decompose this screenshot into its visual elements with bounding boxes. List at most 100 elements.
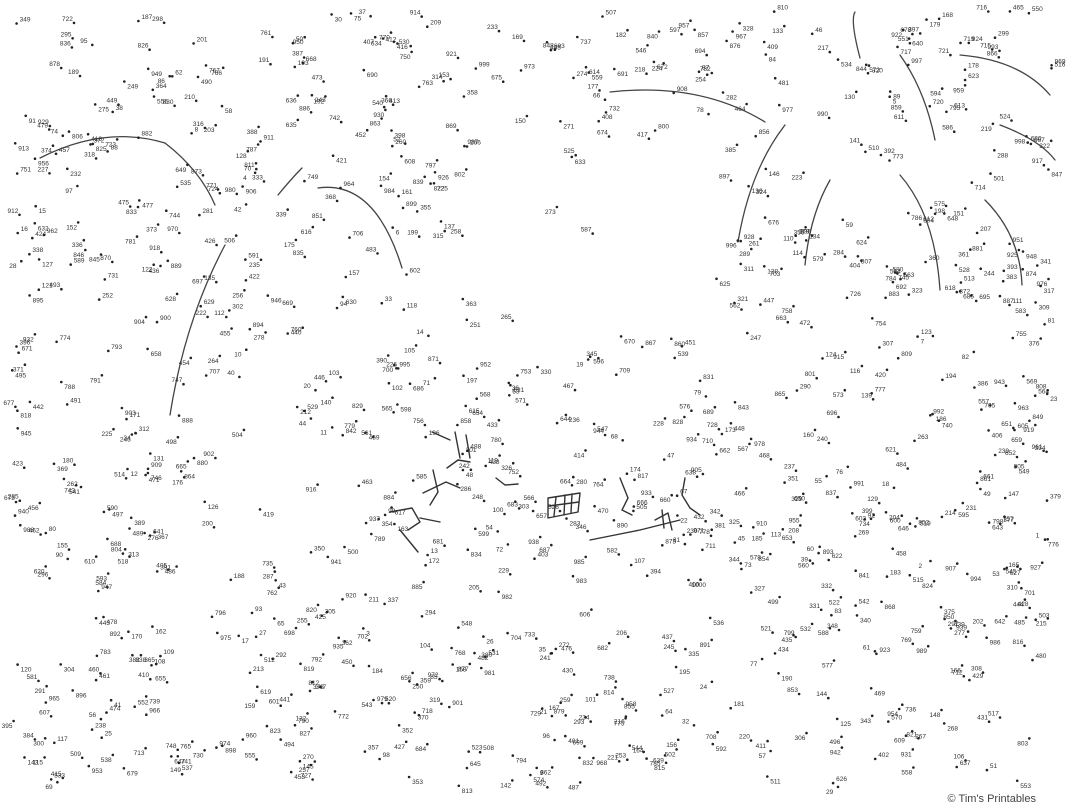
dot-number: 458 bbox=[896, 551, 907, 558]
puzzle-dot bbox=[831, 781, 835, 785]
dot-number: 970 bbox=[167, 226, 178, 233]
dot-number: 330 bbox=[541, 369, 552, 376]
dot-number: 182 bbox=[616, 32, 627, 39]
puzzle-dot bbox=[969, 248, 972, 251]
dot-number: 990 bbox=[817, 111, 828, 118]
dot-number: 394 bbox=[650, 569, 661, 576]
puzzle-dot bbox=[597, 119, 600, 123]
dot-number: 916 bbox=[306, 487, 317, 494]
puzzle-dot bbox=[348, 236, 351, 239]
dot-number: 606 bbox=[579, 612, 590, 619]
puzzle-dot bbox=[16, 231, 20, 235]
dot-number: 517 bbox=[988, 711, 999, 718]
puzzle-dot bbox=[626, 758, 629, 761]
dot-number: 49 bbox=[983, 491, 991, 498]
puzzle-dot bbox=[832, 659, 836, 662]
puzzle-dot bbox=[138, 199, 141, 202]
dot-number: 47 bbox=[667, 453, 675, 460]
dot-number: 850 bbox=[943, 614, 954, 621]
dot-number: 477 bbox=[142, 202, 153, 209]
puzzle-dot bbox=[888, 159, 891, 162]
puzzle-dot bbox=[897, 707, 901, 711]
dot-number: 988 bbox=[23, 527, 34, 534]
dot-number: 317 bbox=[1044, 288, 1055, 295]
puzzle-dot bbox=[159, 264, 162, 268]
puzzle-dot bbox=[162, 21, 166, 25]
puzzle-dot bbox=[295, 405, 299, 409]
puzzle-dot bbox=[311, 778, 314, 781]
dot-number: 475 bbox=[118, 200, 129, 207]
puzzle-dot bbox=[617, 553, 621, 556]
dot-number: 303 bbox=[518, 504, 529, 511]
dot-number: 957 bbox=[679, 23, 690, 30]
puzzle-dot bbox=[907, 37, 911, 40]
puzzle-dot bbox=[673, 356, 676, 360]
puzzle-dot bbox=[792, 304, 795, 308]
dot-number: 876 bbox=[730, 43, 741, 50]
dot-number: 891 bbox=[700, 642, 711, 649]
puzzle-dot bbox=[993, 149, 996, 152]
dot-number: 170 bbox=[131, 634, 142, 641]
puzzle-dot bbox=[279, 704, 283, 707]
puzzle-dot bbox=[817, 551, 820, 555]
puzzle-dot bbox=[106, 150, 109, 153]
puzzle-dot bbox=[980, 408, 983, 411]
dot-number: 687 bbox=[539, 547, 550, 554]
detail-line bbox=[495, 477, 519, 486]
dot-number: 572 bbox=[869, 67, 880, 74]
dot-number: 468 bbox=[759, 452, 770, 459]
puzzle-dot bbox=[871, 398, 875, 401]
dot-number: 921 bbox=[446, 51, 457, 58]
puzzle-dot bbox=[94, 616, 98, 620]
puzzle-dot bbox=[48, 577, 51, 580]
puzzle-dot bbox=[911, 748, 915, 751]
puzzle-dot bbox=[907, 211, 910, 215]
dot-number: 418 bbox=[91, 136, 102, 143]
puzzle-dot bbox=[94, 157, 98, 160]
puzzle-dot bbox=[241, 738, 245, 741]
puzzle-dot bbox=[244, 279, 248, 282]
puzzle-dot bbox=[204, 374, 208, 377]
puzzle-dot bbox=[175, 292, 179, 296]
dot-number: 635 bbox=[286, 122, 297, 129]
puzzle-dot bbox=[933, 212, 937, 216]
dot-number: 67 bbox=[680, 489, 688, 496]
puzzle-dot bbox=[316, 483, 319, 486]
dot-number: 780 bbox=[491, 437, 502, 444]
puzzle-dot bbox=[970, 294, 973, 297]
puzzle-dot bbox=[1002, 269, 1006, 273]
dot-number: 174 bbox=[630, 467, 641, 474]
dot-number: 636 bbox=[286, 98, 297, 105]
puzzle-dot bbox=[1020, 586, 1023, 590]
dot-number: 585 bbox=[416, 474, 427, 481]
puzzle-dot bbox=[660, 714, 664, 717]
puzzle-dot bbox=[73, 463, 76, 467]
puzzle-dot bbox=[415, 210, 419, 213]
dot-number: 657 bbox=[536, 513, 547, 520]
dot-number: 404 bbox=[849, 263, 860, 270]
puzzle-dot bbox=[343, 545, 346, 549]
dot-number: 746 bbox=[151, 475, 162, 482]
puzzle-dot bbox=[28, 400, 32, 404]
puzzle-dot bbox=[413, 711, 417, 714]
dot-number: 795 bbox=[949, 105, 960, 112]
dot-number: 291 bbox=[35, 688, 46, 695]
puzzle-dot bbox=[308, 689, 312, 693]
dot-number: 256 bbox=[232, 292, 243, 299]
dot-number: 603 bbox=[855, 515, 866, 522]
puzzle-dot bbox=[783, 24, 786, 28]
dot-number: 115 bbox=[33, 759, 44, 766]
puzzle-dot bbox=[137, 19, 140, 23]
dot-number: 147 bbox=[1008, 491, 1019, 498]
puzzle-dot bbox=[396, 42, 399, 45]
dot-number: 311 bbox=[744, 266, 755, 273]
dot-number: 484 bbox=[896, 462, 907, 469]
dot-number: 938 bbox=[528, 539, 539, 546]
dot-number: 544 bbox=[632, 745, 643, 752]
dot-number: 270 bbox=[303, 754, 314, 761]
dot-number: 907 bbox=[945, 566, 956, 573]
puzzle-dot bbox=[322, 80, 325, 83]
puzzle-dot bbox=[1024, 616, 1028, 619]
puzzle-dot bbox=[952, 130, 956, 133]
dot-number: 558 bbox=[901, 770, 912, 777]
